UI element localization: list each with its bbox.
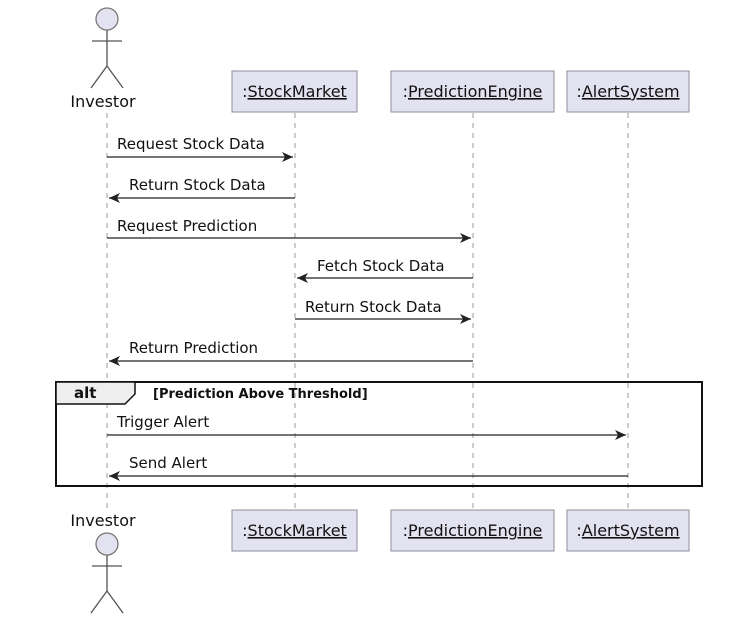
actor-investor-bottom: Investor (70, 511, 136, 614)
svg-text::StockMarket: :StockMarket (242, 521, 347, 540)
participant-prefix: : (576, 82, 581, 101)
alt-tab (55, 381, 136, 405)
alt-keyword: alt (74, 384, 96, 402)
svg-text:Return Stock Data: Return Stock Data (129, 176, 266, 194)
svg-text:Request Prediction: Request Prediction (117, 217, 257, 235)
participant-prefix: : (576, 521, 581, 540)
svg-text:Return Stock Data: Return Stock Data (305, 298, 442, 316)
message-trigger-alert: Trigger Alert (107, 413, 626, 440)
participant-name: StockMarket (248, 82, 347, 101)
participant-prefix: : (242, 521, 247, 540)
message-send-alert: Send Alert (109, 454, 628, 481)
message-request-prediction: Request Prediction (107, 217, 471, 243)
participant-alertsystem-top: :AlertSystem (566, 70, 690, 113)
svg-text::PredictionEngine: :PredictionEngine (403, 521, 543, 540)
actor-name-bottom: Investor (70, 511, 136, 530)
svg-text:Return Prediction: Return Prediction (129, 339, 258, 357)
actor-head-icon (95, 532, 119, 556)
actor-head-icon (95, 7, 119, 31)
svg-text::StockMarket: :StockMarket (242, 82, 347, 101)
alt-fragment: alt [Prediction Above Threshold] (55, 381, 703, 487)
participant-name: AlertSystem (582, 521, 680, 540)
participant-stockmarket-bottom: :StockMarket (231, 509, 358, 552)
participant-prefix: : (403, 82, 408, 101)
message-request-stock-data: Request Stock Data (107, 135, 293, 162)
message-return-stock-data-2: Return Stock Data (295, 298, 471, 324)
participant-stockmarket-top: :StockMarket (231, 70, 358, 113)
actor-name-top: Investor (70, 92, 136, 111)
svg-text:Fetch Stock Data: Fetch Stock Data (317, 257, 445, 275)
actor-investor-top: Investor (70, 7, 136, 111)
participant-predictionengine-top: :PredictionEngine (390, 70, 555, 113)
alt-guard: [Prediction Above Threshold] (153, 387, 368, 402)
svg-text::AlertSystem: :AlertSystem (576, 521, 679, 540)
participant-prefix: : (403, 521, 408, 540)
svg-text:Request Stock Data: Request Stock Data (117, 135, 265, 153)
participant-name: AlertSystem (582, 82, 680, 101)
svg-text::PredictionEngine: :PredictionEngine (403, 82, 543, 101)
participant-predictionengine-bottom: :PredictionEngine (390, 509, 555, 552)
participant-alertsystem-bottom: :AlertSystem (566, 509, 690, 552)
svg-text:Send Alert: Send Alert (129, 454, 207, 472)
message-return-prediction: Return Prediction (109, 339, 473, 366)
svg-text:Trigger Alert: Trigger Alert (116, 413, 209, 431)
message-return-stock-data: Return Stock Data (109, 176, 295, 203)
participant-name: PredictionEngine (408, 521, 542, 540)
participant-prefix: : (242, 82, 247, 101)
participant-name: StockMarket (248, 521, 347, 540)
participant-name: PredictionEngine (408, 82, 542, 101)
message-fetch-stock-data: Fetch Stock Data (297, 257, 473, 283)
svg-text::AlertSystem: :AlertSystem (576, 82, 679, 101)
